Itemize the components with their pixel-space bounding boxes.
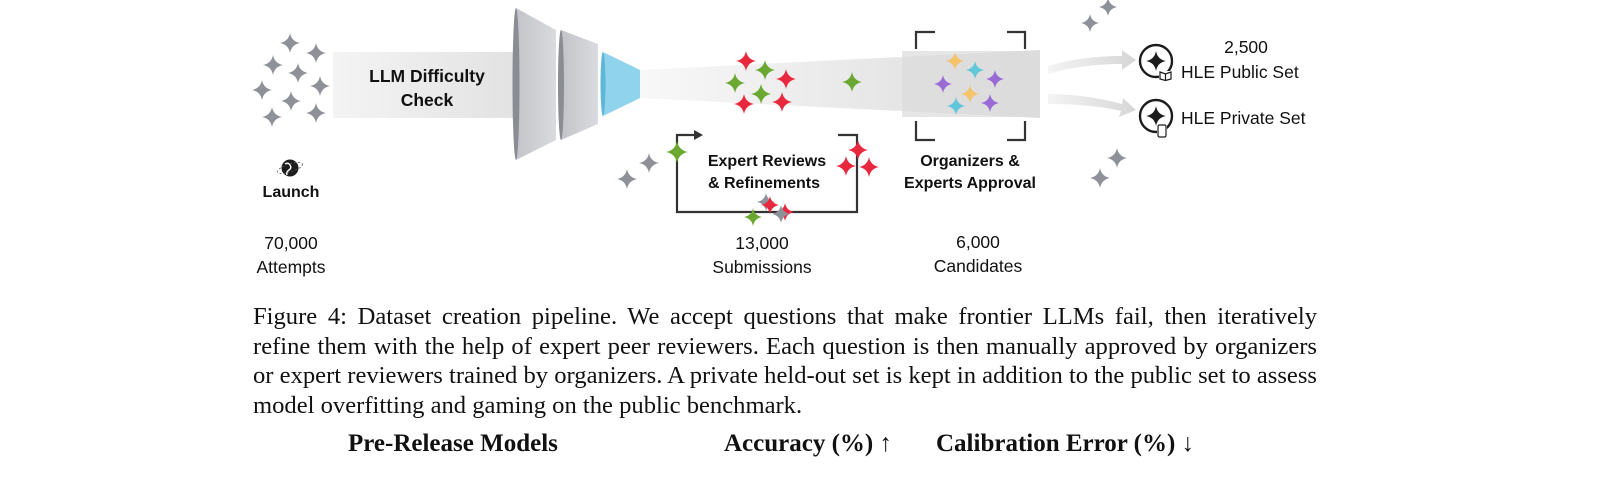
public-set-icon <box>1138 43 1174 82</box>
feed-band <box>333 52 518 118</box>
candidate-sparkle <box>961 85 979 103</box>
submission-sparkle <box>772 92 792 112</box>
candidate-sparkle <box>966 61 984 79</box>
candidates-label: Candidates <box>934 256 1023 276</box>
table-header-models: Pre-Release Models <box>348 430 558 457</box>
submission-sparkle <box>734 94 754 114</box>
stage1-label-line1: LLM Difficulty <box>369 66 485 86</box>
attempts-label: Attempts <box>256 257 325 277</box>
review-sparkle <box>744 208 762 226</box>
candidate-sparkle <box>934 75 952 93</box>
attempt-sparkle <box>263 55 283 75</box>
launch-label: Launch <box>263 184 320 201</box>
approval-zone <box>902 51 1040 117</box>
phone-icon <box>1157 124 1167 139</box>
table-header-accuracy: Accuracy (%) ↑ <box>724 430 892 457</box>
funnel-rim-3 <box>600 52 606 116</box>
submission-sparkle <box>751 84 771 104</box>
pipeline-figure: Launch LLM Difficulty Check Expert Revie… <box>252 0 1306 277</box>
approval-label-line2: Experts Approval <box>904 175 1036 192</box>
review-sparkle <box>757 193 775 211</box>
funnel-rim-2 <box>558 30 564 140</box>
private-set-icon <box>1138 98 1174 139</box>
sparkle-icon <box>1146 106 1166 126</box>
funnel-stage-2 <box>561 30 598 140</box>
sparkle-icon <box>1146 51 1166 71</box>
discarded-sparkle <box>1081 14 1099 32</box>
stage1-label-line2: Check <box>401 90 454 110</box>
attempt-sparkle <box>281 91 301 111</box>
review-sparkle <box>772 205 790 223</box>
globe-icon <box>277 159 303 177</box>
attempts-count: 70,000 <box>264 233 318 253</box>
figure-caption: Figure 4: Dataset creation pipeline. We … <box>253 303 1317 419</box>
funnel-rim-1 <box>512 8 520 160</box>
funnel-stage-1 <box>516 8 556 160</box>
approval-brackets <box>914 30 1027 142</box>
candidate-sparkle <box>986 70 1004 88</box>
candidates-count: 6,000 <box>956 232 1000 252</box>
review-sparkle <box>859 157 879 177</box>
review-sparkle <box>836 156 856 176</box>
public-set-label: HLE Public Set <box>1181 62 1299 82</box>
submissions-label: Submissions <box>712 257 811 277</box>
review-label-line1: Expert Reviews <box>708 153 826 170</box>
submission-sparkle <box>725 73 745 93</box>
submission-sparkle <box>755 60 775 80</box>
public-arrow <box>1048 50 1136 74</box>
candidate-sparkle <box>981 94 999 112</box>
review-sparkle <box>761 196 779 214</box>
table-header-calibration: Calibration Error (%) ↓ <box>936 430 1195 457</box>
attempt-sparkle <box>306 103 326 123</box>
candidate-sparkle <box>946 52 964 70</box>
submission-sparkle <box>842 72 862 92</box>
sparkles-layer <box>252 0 1127 226</box>
review-label-line2: & Refinements <box>708 175 820 192</box>
review-sparkle <box>848 140 868 160</box>
public-set-count: 2,500 <box>1224 37 1268 57</box>
attempt-sparkle <box>306 43 326 63</box>
funnel-filter <box>603 52 640 116</box>
submissions-count: 13,000 <box>735 233 789 253</box>
discarded-sparkle <box>1107 148 1127 168</box>
review-sparkle <box>666 141 688 163</box>
book-icon <box>1159 71 1172 82</box>
attempt-sparkle <box>288 63 308 83</box>
private-set-label: HLE Private Set <box>1181 108 1306 128</box>
attempt-sparkle <box>262 107 282 127</box>
private-arrow <box>1048 94 1136 117</box>
submission-sparkle <box>736 51 756 71</box>
discarded-sparkle <box>1099 0 1117 16</box>
review-sparkle <box>617 169 637 189</box>
review-loop-arrowhead <box>694 130 703 140</box>
attempt-sparkle <box>280 33 300 53</box>
attempt-sparkle <box>310 76 330 96</box>
attempt-sparkle <box>252 80 272 100</box>
candidate-sparkle <box>947 97 965 115</box>
review-sparkle <box>639 153 659 173</box>
submission-sparkle <box>776 69 796 89</box>
approval-label-line1: Organizers & <box>920 153 1020 170</box>
discarded-sparkle <box>1090 168 1110 188</box>
